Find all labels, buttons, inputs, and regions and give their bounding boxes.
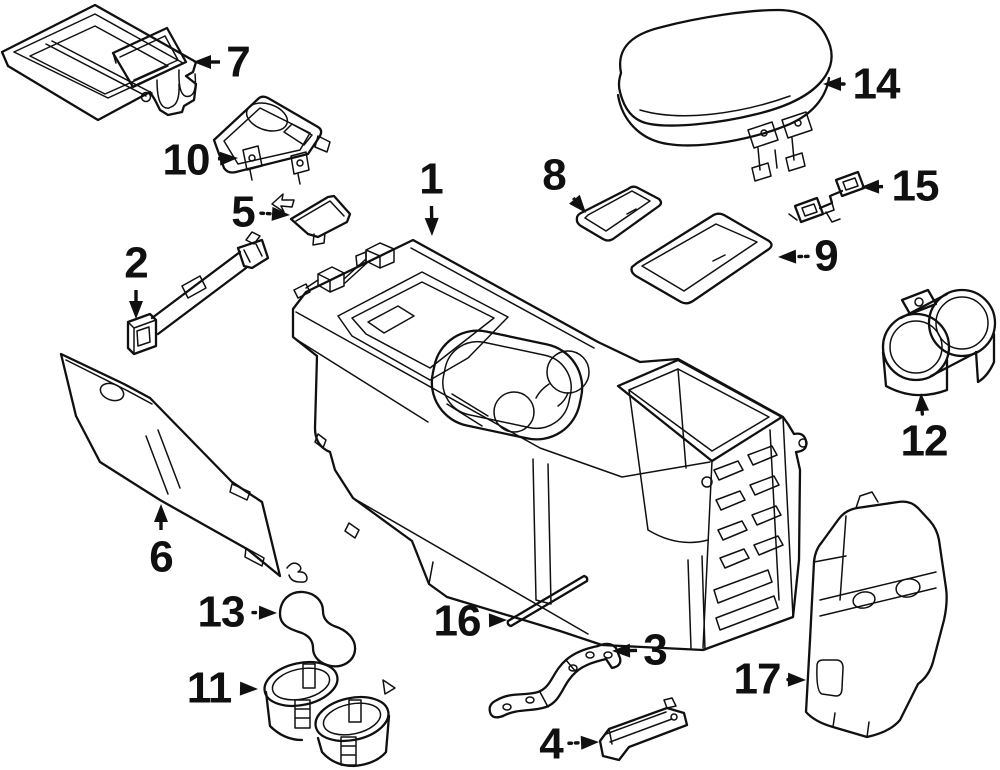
callout-number[interactable]: 5 [231, 188, 256, 237]
callout-10[interactable]: 10 [163, 136, 238, 185]
part-16-rod[interactable] [506, 574, 589, 628]
callout-arrowhead [823, 77, 841, 91]
callout-number[interactable]: 11 [187, 664, 233, 713]
part-10-shifter-bezel[interactable] [212, 95, 331, 185]
callout-number[interactable]: 7 [226, 38, 250, 87]
callout-14[interactable]: 14 [823, 60, 902, 109]
callout-arrowhead [239, 681, 258, 696]
part-8-rubber-mat[interactable] [575, 185, 663, 242]
callout-11[interactable]: 11 [187, 664, 258, 713]
callout-arrowhead [154, 504, 168, 522]
callout-9[interactable]: 9 [778, 232, 839, 281]
callout-arrowhead [787, 672, 806, 687]
callout-1[interactable]: 1 [419, 155, 444, 237]
part-11-cupholder-insert[interactable] [260, 656, 396, 768]
callout-4[interactable]: 4 [539, 720, 599, 769]
direction-arrow-glyph [271, 193, 295, 213]
callout-arrowhead [193, 55, 211, 69]
part-7-utility-tray[interactable] [0, 3, 198, 122]
callout-8[interactable]: 8 [542, 151, 586, 214]
callout-5[interactable]: 5 [231, 188, 290, 237]
callout-number[interactable]: 8 [542, 151, 567, 200]
retainer-clip [286, 562, 308, 583]
callout-number[interactable]: 6 [149, 533, 173, 582]
callout-15[interactable]: 15 [861, 162, 940, 211]
callout-arrowhead [569, 194, 586, 213]
part-2-front-bracket[interactable] [126, 231, 270, 356]
callout-number[interactable]: 14 [853, 60, 902, 109]
callout-arrow-shaft [259, 211, 274, 216]
callout-number[interactable]: 1 [419, 155, 444, 204]
callout-arrowhead [219, 151, 238, 166]
callout-number[interactable]: 12 [901, 417, 949, 466]
part-17-rear-panel[interactable] [804, 491, 948, 739]
part-5-bracket-plate[interactable] [271, 193, 352, 246]
part-6-side-panel[interactable] [59, 352, 282, 578]
callout-16[interactable]: 16 [434, 597, 507, 646]
callout-3[interactable]: 3 [612, 626, 668, 675]
part-12-cup-holder[interactable] [881, 288, 997, 397]
callout-number[interactable]: 10 [163, 136, 211, 185]
part-13-cupholder-mat[interactable] [278, 562, 357, 668]
callout-number[interactable]: 9 [814, 232, 838, 281]
callout-arrowhead [778, 249, 797, 264]
callout-2[interactable]: 2 [124, 239, 149, 320]
callout-arrowhead [271, 206, 290, 221]
callout-number[interactable]: 17 [734, 655, 782, 704]
callout-7[interactable]: 7 [193, 38, 251, 87]
callout-arrowhead [861, 179, 880, 194]
part-4-channel-bracket[interactable] [598, 697, 689, 762]
callout-12[interactable]: 12 [901, 393, 948, 466]
callout-arrowhead [488, 613, 507, 628]
callout-arrowhead [915, 393, 930, 412]
callout-arrowhead [258, 605, 277, 620]
callout-number[interactable]: 3 [643, 626, 667, 675]
part-1-console-body[interactable] [291, 238, 808, 652]
callout-arrowhead [612, 643, 631, 658]
callout-arrowhead [129, 301, 143, 319]
callout-number[interactable]: 2 [124, 239, 148, 288]
callout-number[interactable]: 16 [434, 597, 482, 646]
part-15-hinge-bracket[interactable] [788, 170, 866, 224]
callout-6[interactable]: 6 [149, 504, 174, 582]
callout-arrow-shaft [567, 741, 583, 745]
part-14-armrest-lid[interactable] [616, 8, 833, 182]
callout-number[interactable]: 13 [198, 588, 246, 637]
callout-arrowhead [424, 217, 439, 236]
callout-13[interactable]: 13 [198, 588, 277, 637]
callout-number[interactable]: 4 [539, 720, 565, 769]
callout-number[interactable]: 15 [892, 162, 940, 211]
callout-arrowhead [580, 735, 599, 750]
part-9-console-mat[interactable] [630, 212, 773, 305]
callout-arrow-shaft [572, 196, 576, 201]
callout-17[interactable]: 17 [734, 655, 806, 704]
part-3-rear-bracket[interactable] [488, 642, 622, 719]
